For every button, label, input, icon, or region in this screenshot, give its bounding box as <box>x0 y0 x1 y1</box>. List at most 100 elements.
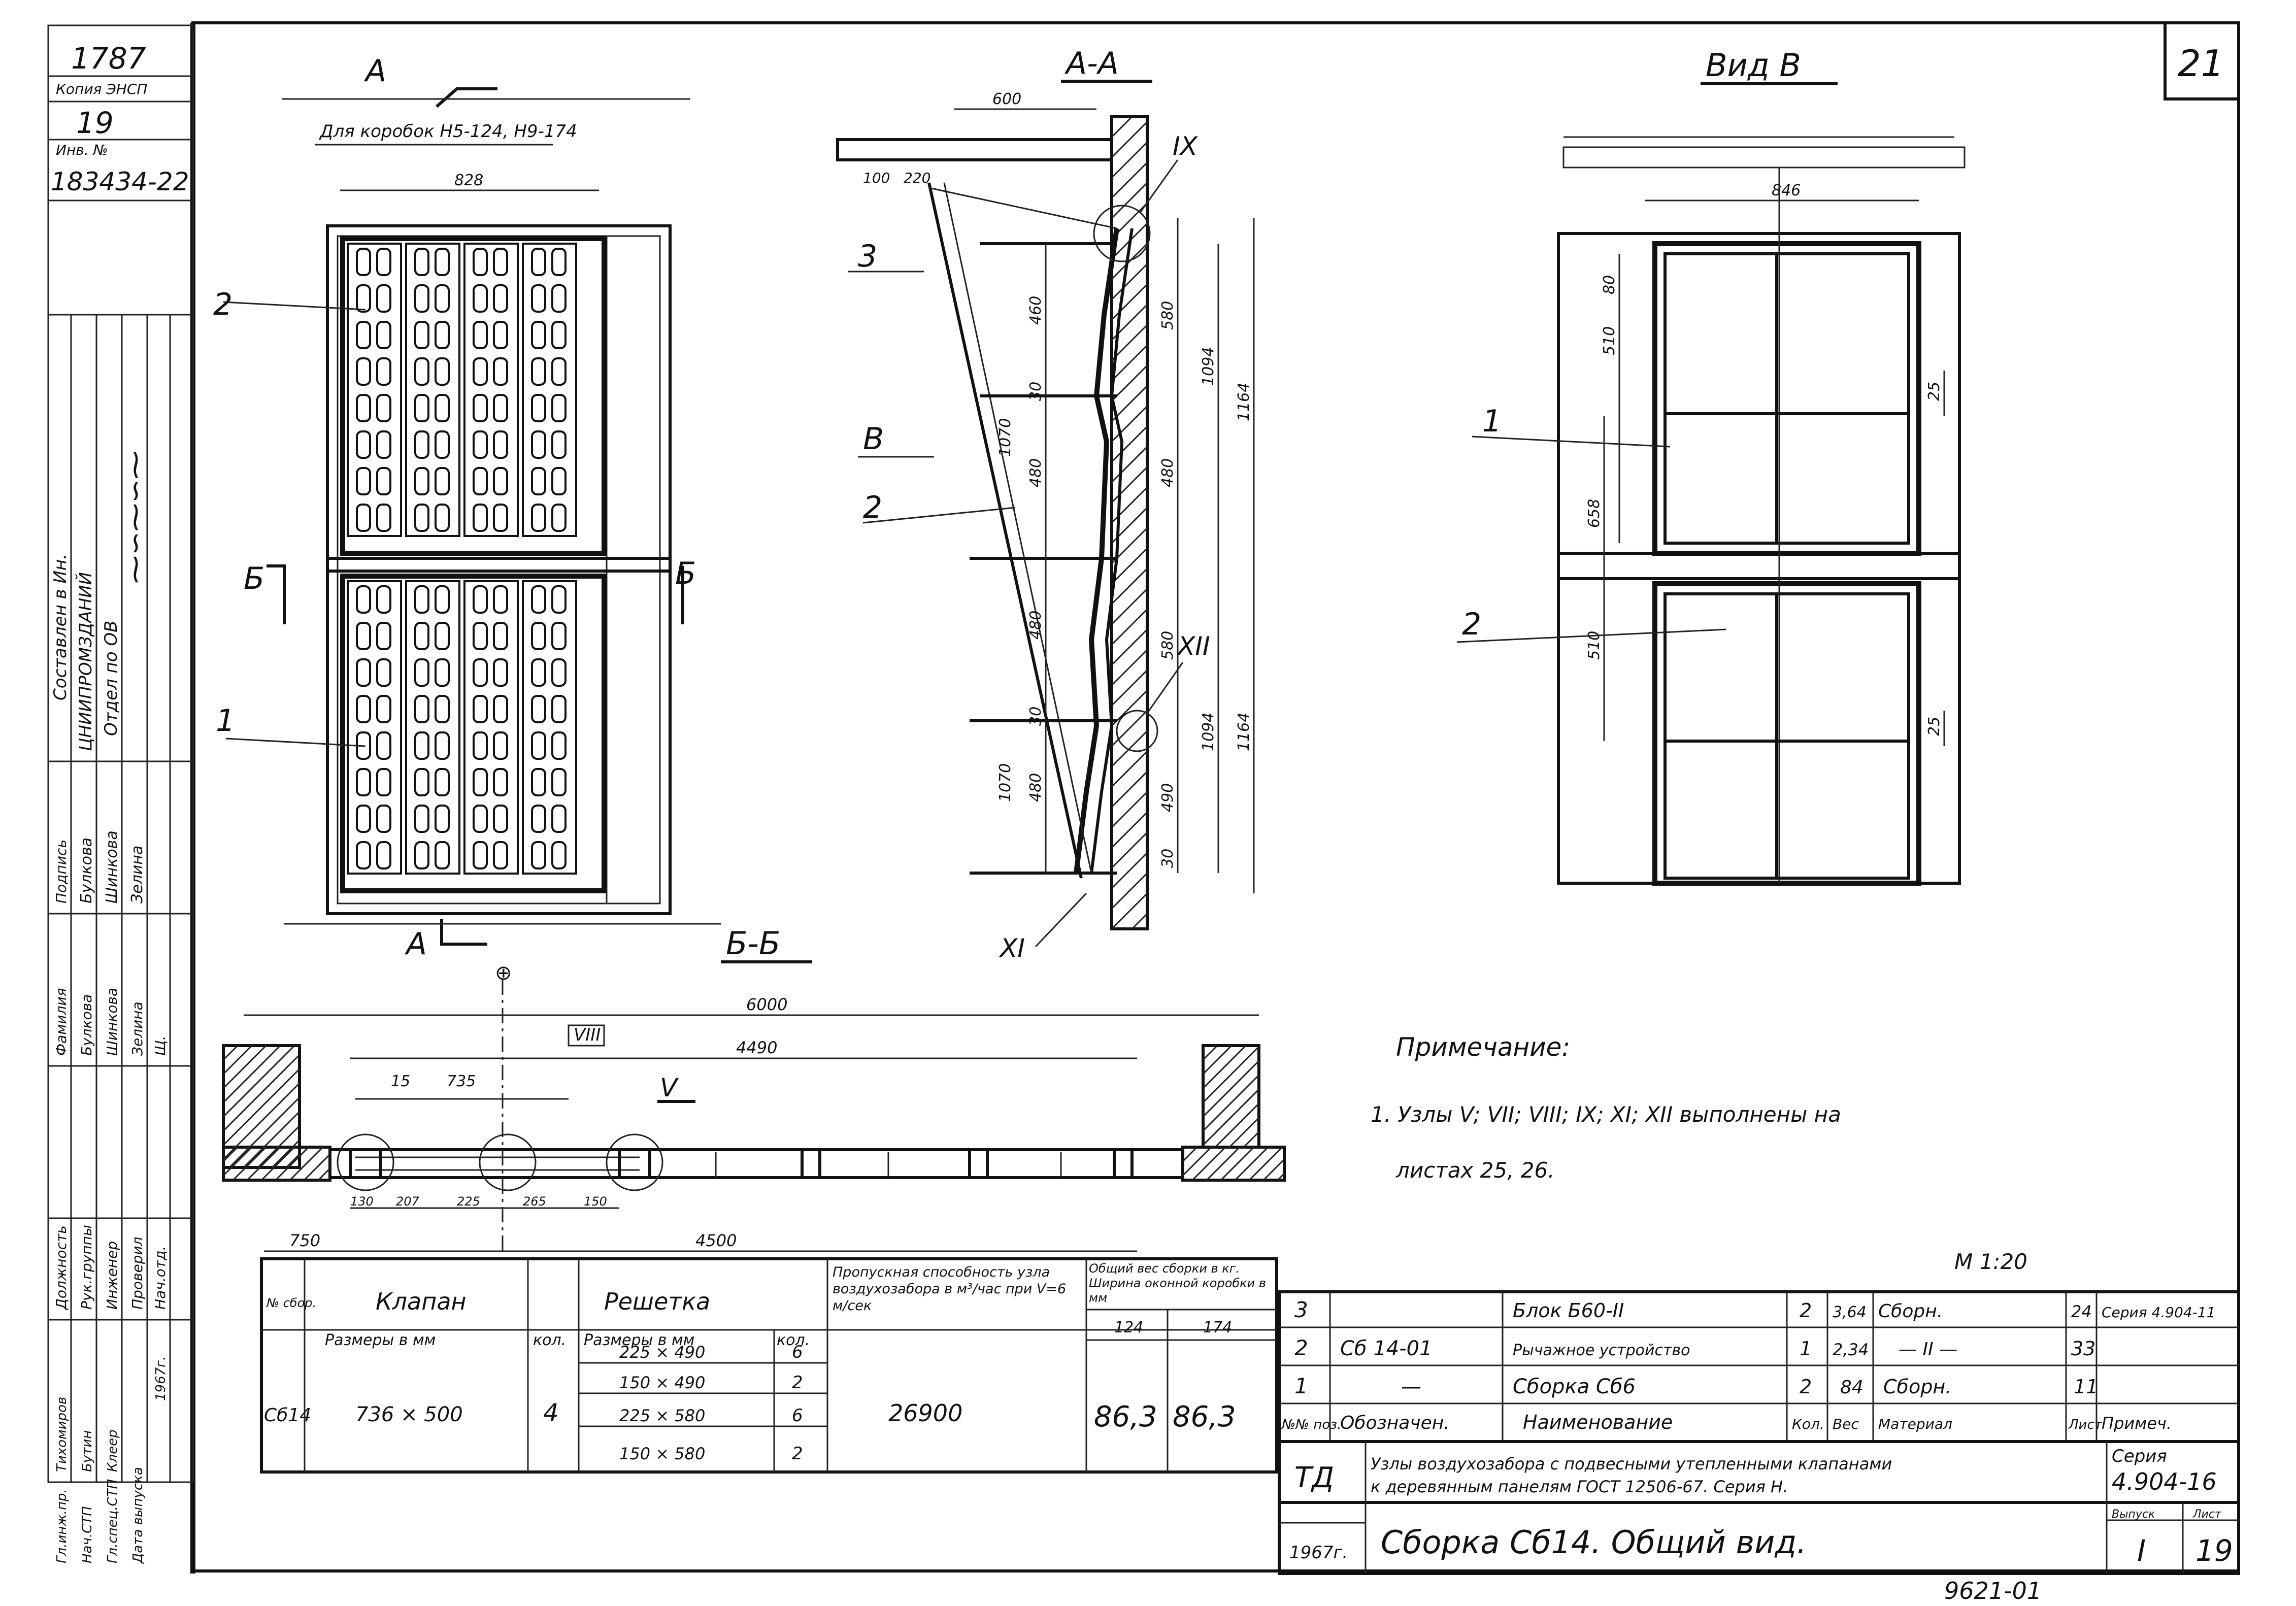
section-bb-title: Б-Б <box>726 925 780 962</box>
year: 1967г. <box>1289 1543 1348 1563</box>
aa-dim-30a: 30 <box>1027 382 1045 401</box>
grille-1-size: 150 × 490 <box>619 1373 705 1392</box>
scale-label: М 1:20 <box>1954 1249 2027 1274</box>
aa-dim-480b: 480 <box>1027 611 1045 640</box>
dim-750: 750 <box>289 1231 320 1250</box>
signature-scribble: ⁓∽⁓∽⁓ <box>119 451 152 584</box>
row-2-pos: Проверил <box>129 1236 146 1310</box>
center-mark: ⊕ <box>495 961 512 985</box>
th-weight: Общий вес сборки в кг. Ширина оконной ко… <box>1089 1261 1267 1305</box>
dim-600: 600 <box>992 90 1021 108</box>
dept-text: Отдел по ОВ <box>101 621 121 736</box>
row-3-name: Щ. <box>152 1035 169 1056</box>
section-mark-a-bottom: А <box>404 926 427 962</box>
spec-1-code: Сб 14-01 <box>1340 1337 1433 1360</box>
th-grille-size: Размеры в мм <box>584 1331 694 1349</box>
series-value: 4.904-16 <box>2112 1468 2217 1495</box>
th-grille: Решетка <box>604 1288 710 1315</box>
node-xii: XII <box>1176 631 1210 661</box>
spec-0-note: Серия 4.904-11 <box>2102 1304 2215 1321</box>
aa-dim-1164a: 1164 <box>1235 383 1253 421</box>
th-valve: Клапан <box>376 1288 467 1315</box>
spec-0-weight: 3,64 <box>1833 1303 1867 1321</box>
inv-number: 183434-22 <box>51 167 189 196</box>
vb-callout-2: 2 <box>1462 607 1481 642</box>
th-valve-size: Размеры в мм <box>325 1331 436 1349</box>
view-b: Вид В 846 80 510 658 510 25 25 1 <box>1456 47 1966 886</box>
node-v: V <box>660 1073 679 1102</box>
strip-sheet-number: 19 <box>76 106 114 140</box>
spec-0-qty: 2 <box>1800 1299 1812 1322</box>
vb-dim-658: 658 <box>1585 499 1603 528</box>
spec-h-material: Материал <box>1878 1416 1952 1432</box>
spec-0-pos: 3 <box>1294 1297 1308 1322</box>
row-5-pos: Нач.СТП <box>80 1506 95 1563</box>
title-block: ТД Узлы воздухозабора с подвесными утепл… <box>1278 1440 2240 1575</box>
dim-6000: 6000 <box>746 995 787 1014</box>
row-1-sign: Шинкова <box>103 830 121 904</box>
row-w124: 86,3 <box>1094 1400 1157 1433</box>
row-valve-qty: 4 <box>543 1399 559 1427</box>
row-7-pos: Дата выпуска <box>130 1467 146 1564</box>
bb-dim-130: 130 <box>350 1194 374 1209</box>
section-mark-a-top: А <box>363 53 386 89</box>
aa-callout-3: 3 <box>858 239 877 274</box>
aa-dim-1164b: 1164 <box>1235 713 1253 751</box>
row-0-sign: Булкова <box>78 838 95 904</box>
aa-dim-30c: 30 <box>1159 849 1177 868</box>
bb-dim-150: 150 <box>584 1194 607 1209</box>
desc-line-1: Узлы воздухозабора с подвесными утепленн… <box>1371 1454 1892 1474</box>
row-2-sign: Зелина <box>128 846 146 904</box>
aa-dim-30b: 30 <box>1027 707 1045 726</box>
row-7-name: 1967г. <box>153 1356 169 1401</box>
grille-3-qty: 2 <box>792 1444 803 1464</box>
spec-1-qty: 1 <box>1800 1337 1812 1360</box>
spec-0-sheet: 24 <box>2071 1302 2092 1321</box>
spec-0-material: Сборн. <box>1878 1301 1943 1322</box>
spec-h-name: Наименование <box>1523 1411 1673 1433</box>
row-1-name: Шинкова <box>104 988 120 1056</box>
issue-value: I <box>2137 1533 2146 1568</box>
desc-line-2: к деревянным панелям ГОСТ 12506-67. Сери… <box>1371 1477 1788 1496</box>
row-6-name: Клеер <box>105 1429 120 1472</box>
note-boxes: Для коробок Н5-124, Н9-174 <box>319 121 577 142</box>
spec-2-name: Сборка Сб6 <box>1513 1375 1636 1398</box>
bottom-code: 9621-01 <box>1944 1577 2042 1604</box>
row-4-name: Тихомиров <box>54 1397 70 1472</box>
sheet-value: 19 <box>2195 1533 2233 1568</box>
section-aa: А-А 600 100 220 460 1070 30 480 <box>836 46 1255 963</box>
grille-2-size: 225 × 580 <box>619 1406 705 1425</box>
grille-2-qty: 6 <box>792 1406 803 1426</box>
spec-2-sheet: 11 <box>2074 1376 2098 1398</box>
row-3-pos: Нач.отд. <box>152 1246 169 1310</box>
aa-callout-v: В <box>863 421 884 457</box>
spec-h-sheet: Лист <box>2068 1417 2103 1432</box>
copy-label: Копия ЭНСП <box>56 81 147 97</box>
header-name: Фамилия <box>53 988 70 1056</box>
note-title: Примечание: <box>1396 1032 1570 1062</box>
bb-hatch <box>222 1045 1285 1181</box>
th-grille-qty: кол. <box>777 1331 810 1349</box>
row-1-pos: Инженер <box>104 1241 120 1310</box>
spec-table: 3 Блок Б60-II 2 3,64 Сборн. 24 Серия 4.9… <box>1278 1290 2240 1443</box>
spec-2-material: Сборн. <box>1883 1376 1951 1398</box>
grille-0-size: 225 × 490 <box>619 1343 705 1362</box>
aa-dim-480a: 480 <box>1027 458 1045 487</box>
dim-846: 846 <box>1772 182 1801 199</box>
valve-table: № сбор. Клапан Размеры в мм кол. Решетка… <box>260 1257 1278 1474</box>
spec-1-pos: 2 <box>1294 1335 1308 1360</box>
vb-callout-1: 1 <box>1482 404 1502 439</box>
spec-1-name: Рычажное устройство <box>1513 1342 1690 1359</box>
dim-4490: 4490 <box>736 1038 777 1057</box>
row-4-pos: Гл.инж.пр. <box>54 1489 70 1563</box>
aa-dim-460: 460 <box>1027 296 1045 325</box>
vb-dim-25b: 25 <box>1925 717 1943 736</box>
grille-upper-slots <box>347 243 577 537</box>
spec-2-qty: 2 <box>1800 1376 1812 1398</box>
grille-3-size: 150 × 580 <box>619 1444 705 1463</box>
bb-dim-225: 225 <box>457 1194 480 1209</box>
aa-dim-480d: 480 <box>1159 458 1177 487</box>
dim-100: 100 <box>863 170 890 186</box>
dim-4500: 4500 <box>695 1231 737 1250</box>
left-strip: 1787 Копия ЭНСП 19 Инв. № 183434-22 Сост… <box>47 24 194 1564</box>
